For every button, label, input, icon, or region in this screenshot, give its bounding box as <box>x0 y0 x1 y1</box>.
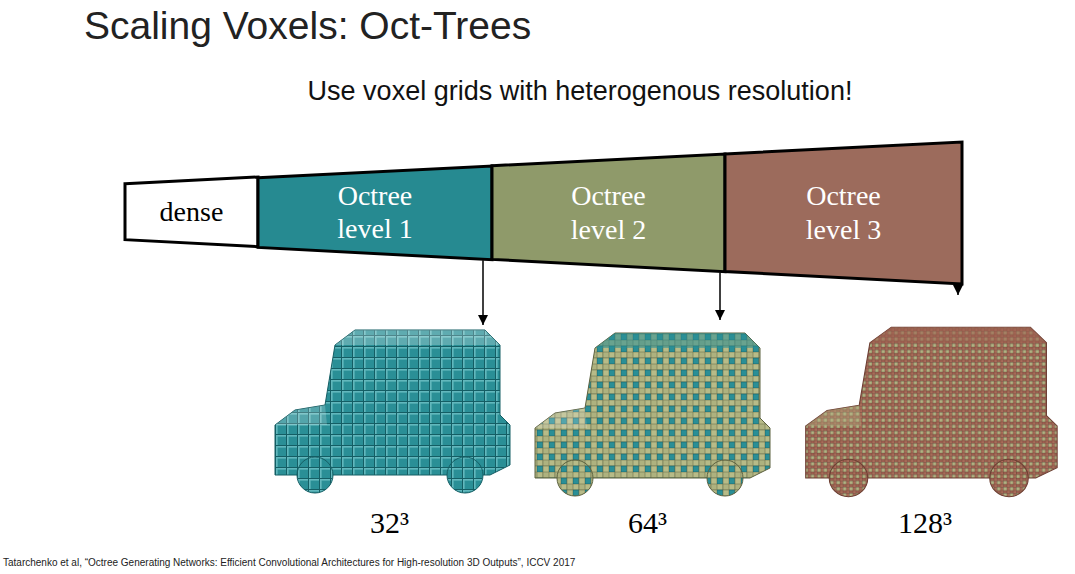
voxel-car-64 <box>535 333 770 496</box>
band-outline <box>258 166 492 260</box>
band-shape <box>258 166 492 260</box>
level-arrow <box>482 260 484 325</box>
octree-level-band: Octree level 1 <box>258 166 492 260</box>
band-shape <box>725 142 962 284</box>
voxel-car-128 <box>806 327 1057 497</box>
octree-level-band: Octree level 2 <box>492 154 725 272</box>
citation: Tatarchenko et al, “Octree Generating Ne… <box>3 557 575 568</box>
band-outline <box>125 177 258 247</box>
band-shape <box>492 154 725 272</box>
band-label: Octree level 3 <box>781 179 906 246</box>
band-outline <box>725 142 962 284</box>
level-arrow <box>957 285 959 295</box>
resolution-panel: 64³ <box>520 321 775 538</box>
resolution-label: 128³ <box>898 508 952 538</box>
octree-level-band: Octree level 3 <box>725 142 962 284</box>
band-label: dense <box>160 195 224 229</box>
level-arrow <box>719 273 721 320</box>
dense-band: dense <box>125 177 258 247</box>
voxel-car-32 <box>275 330 510 493</box>
resolution-label: 64³ <box>628 508 667 538</box>
band-label: Octree level 2 <box>546 179 671 246</box>
slide-title: Scaling Voxels: Oct-Trees <box>84 4 531 48</box>
resolution-label: 32³ <box>370 508 409 538</box>
subtitle: Use voxel grids with heterogenous resolu… <box>308 76 853 107</box>
resolution-panel: 128³ <box>790 296 1060 538</box>
resolution-panel: 32³ <box>262 326 517 538</box>
band-label: Octree level 1 <box>313 179 438 246</box>
band-outline <box>492 154 725 272</box>
